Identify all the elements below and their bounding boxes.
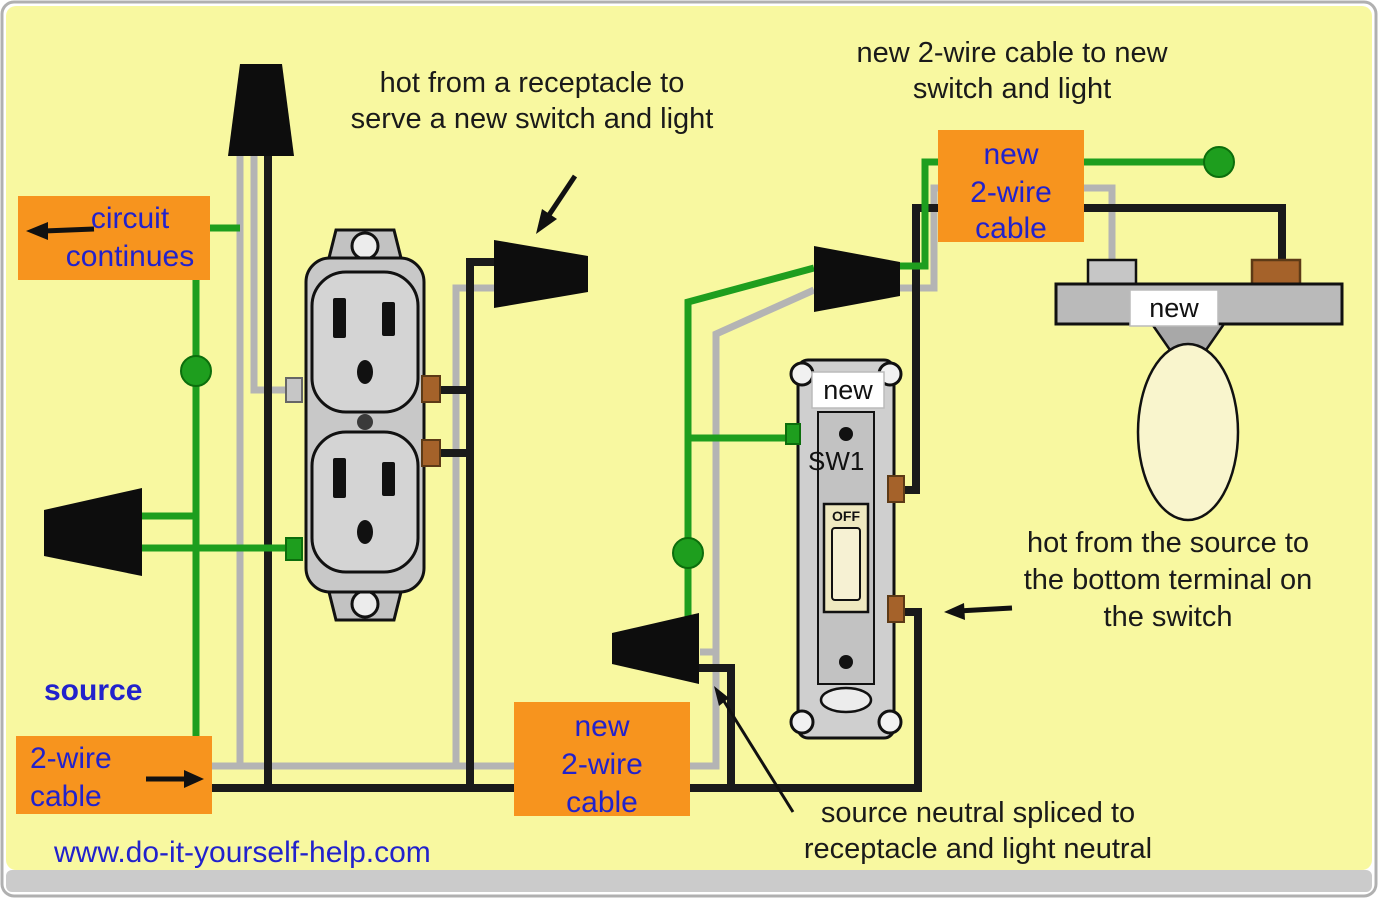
light-bulb [1136,342,1240,522]
arrow-source-cable-head [184,770,204,788]
outlet-ground-hole-lower [357,520,373,544]
wire-nuts [180,146,1235,569]
hot-wire-receptacle-feed [438,258,494,788]
new-cable-top-label-line1: new [983,138,1038,171]
annotation-hot-from-receptacle-line1: hot from a receptacle to [380,67,685,99]
arrow-hot-receptacle-shaft [546,174,578,217]
new-cable-mid-label-line1: new [574,710,629,743]
duplex-receptacle [285,228,441,622]
outlet-slot-neutral-upper [333,298,346,338]
receptacle-brass-terminal-lower [421,439,441,467]
annotation-hot-from-source-line1: hot from the source to [1027,527,1309,559]
circuit-continues-label-box [18,196,210,280]
new-cable-mid-label-line2: 2-wire [561,748,643,781]
neutral-wire-main-run [62,286,816,770]
arrow-circuit-continues-head [26,222,48,240]
arrow-neutral-splice-shaft [720,697,795,813]
hot-wire-switch-to-light [900,204,1286,494]
cable-connectors [44,64,900,684]
source-cable-label-line1: 2-wire [30,742,112,775]
source-cable-label-box [16,736,212,814]
annotation-arrows [26,174,1013,813]
arrow-hot-source-shaft [957,605,1013,614]
annotation-new-cable-line1: new 2-wire cable to new [856,37,1168,69]
arrow-hot-receptacle-head [536,209,557,234]
outlet-ground-hole-upper [357,360,373,384]
switch-id-label: SW1 [808,446,864,476]
receptacle-upper-face [310,270,420,414]
outlet-slot-neutral-lower [333,458,346,498]
light-neutral-terminal [1086,258,1138,288]
hot-wire-cable-to-bottom [699,664,735,788]
cable-labels: circuit continues 2-wire cable new 2-wir… [16,130,1084,819]
ground-wire-switch-box [684,264,815,624]
annotations: hot from a receptacle to serve a new swi… [44,37,1312,869]
switch-off-label: OFF [832,508,860,524]
receptacle-ground-terminal [285,537,303,561]
arrow-hot-source-head [944,603,965,620]
receptacle-center-screw [357,414,373,430]
new-cable-top-label-box [938,130,1084,242]
receptacle-lower-face [310,430,420,574]
new-cable-mid-label-line3: cable [566,786,638,819]
hot-wire-source-run [62,608,922,792]
switch-screw-top [839,427,853,441]
annotation-hot-from-receptacle-line2: serve a new switch and light [351,103,714,135]
receptacle-silver-terminal [285,377,303,403]
annotation-neutral-splice-line2: receptacle and light neutral [804,833,1152,865]
annotation-new-cable-line2: switch and light [913,73,1111,105]
light-switch: new SW1 OFF [785,358,905,740]
wire-nut-switch-box [672,537,704,569]
cable-connector-circuit-continues [228,64,294,156]
neutral-wire-receptacle-pigtail [250,150,290,394]
light-new-tag: new [1149,293,1199,323]
source-cable-label-line2: cable [30,780,102,813]
wire-nut-left [180,355,212,387]
outlet-slot-hot-lower [382,462,395,496]
switch-new-tag: new [823,375,873,405]
annotation-hot-from-source-line2: the bottom terminal on [1024,564,1313,596]
light-hot-terminal [1250,258,1302,288]
switch-mount-screw-bl [789,709,815,735]
receptacle-bottom-screw [350,589,380,619]
switch-mount-screw-br [877,709,903,735]
switch-ground-terminal [785,423,801,445]
source-text: source [44,674,142,707]
circuit-continues-label-line1: circuit [91,202,170,235]
light-fixture: new [1054,258,1344,522]
arrow-circuit-continues-shaft [43,226,95,234]
new-cable-top-label-line3: cable [975,212,1047,245]
annotation-neutral-splice-line1: source neutral spliced to [821,797,1135,829]
switch-toggle-knob[interactable] [831,527,861,601]
wire-nut-light-box [1203,146,1235,178]
switch-mount-screw-tl [789,361,815,387]
circuit-continues-label-line2: continues [66,240,194,273]
cable-connector-source-in [44,488,142,576]
new-cable-top-label-line2: 2-wire [970,176,1052,209]
switch-screw-bottom [839,655,853,669]
neutral-wire-to-new-cable [452,284,494,766]
cable-connector-to-light [814,246,900,312]
bottom-scrollbar-track[interactable] [6,870,1372,892]
light-new-tag-box [1129,289,1219,327]
annotation-hot-from-source-line3: the switch [1104,601,1233,633]
switch-new-tag-box [811,371,885,409]
new-cable-mid-label-box [514,702,690,816]
cable-connector-switch-box-in [612,613,699,684]
switch-brass-terminal-bottom [887,595,905,623]
receptacle-brass-terminal-upper [421,375,441,403]
switch-strap-slot [819,686,873,714]
switch-brass-terminal-top [887,475,905,503]
receptacle-top-screw [350,231,380,261]
neutral-wire-to-light [896,184,1116,292]
cable-connector-new-cable-out [494,240,588,308]
outlet-slot-hot-upper [382,302,395,336]
site-url: www.do-it-yourself-help.com [53,836,431,869]
arrow-neutral-splice-head [714,686,729,706]
